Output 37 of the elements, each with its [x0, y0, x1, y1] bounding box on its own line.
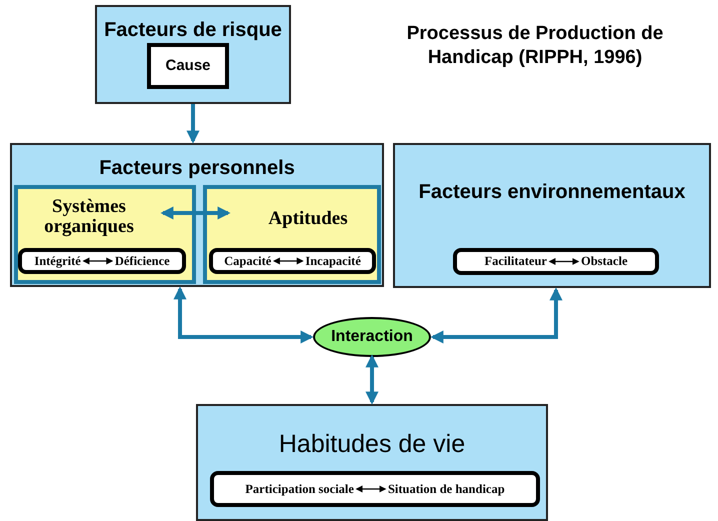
term-label: Incapacité — [305, 252, 361, 270]
subfactor-box — [203, 185, 381, 284]
scale-box — [18, 248, 186, 274]
scale-box — [453, 248, 659, 275]
ellipse-label: Interaction — [331, 327, 413, 347]
term-label: Obstacle — [580, 252, 628, 271]
arrow — [174, 286, 314, 344]
box-heading: Facteurs de risque — [103, 18, 283, 43]
term-label: Situation de handicap — [388, 480, 505, 498]
term-label: Intégrité — [34, 252, 81, 270]
arrow — [82, 258, 114, 264]
box-heading: Aptitudes — [267, 207, 349, 231]
arrow — [548, 258, 580, 265]
arrow — [272, 258, 304, 264]
subfactor-box — [14, 185, 196, 284]
arrow — [430, 287, 562, 344]
scale-box — [209, 248, 376, 274]
factor-box — [196, 404, 548, 521]
diagram-title: Processus de Production de Handicap (RIPPH, 1996) — [406, 22, 664, 70]
box-heading: Cause — [165, 56, 211, 76]
term-label: Facilitateur — [484, 252, 547, 271]
arrow — [160, 206, 231, 220]
box-heading: Systèmes organiques — [43, 195, 135, 237]
box-heading: Facteurs personnels — [98, 156, 296, 181]
factor-box — [95, 5, 291, 104]
term-label: Participation sociale — [245, 480, 354, 498]
box-heading: Habitudes de vie — [278, 429, 466, 460]
scale-box — [210, 471, 540, 507]
term-label: Capacité — [224, 252, 272, 270]
term-label: Déficience — [114, 252, 170, 270]
box-heading: Facteurs environnementaux — [418, 180, 686, 205]
arrow — [186, 104, 200, 144]
arrow — [366, 354, 378, 405]
factor-box — [10, 143, 384, 287]
factor-box — [393, 143, 711, 288]
arrow — [356, 486, 386, 492]
cause-box — [147, 43, 229, 89]
